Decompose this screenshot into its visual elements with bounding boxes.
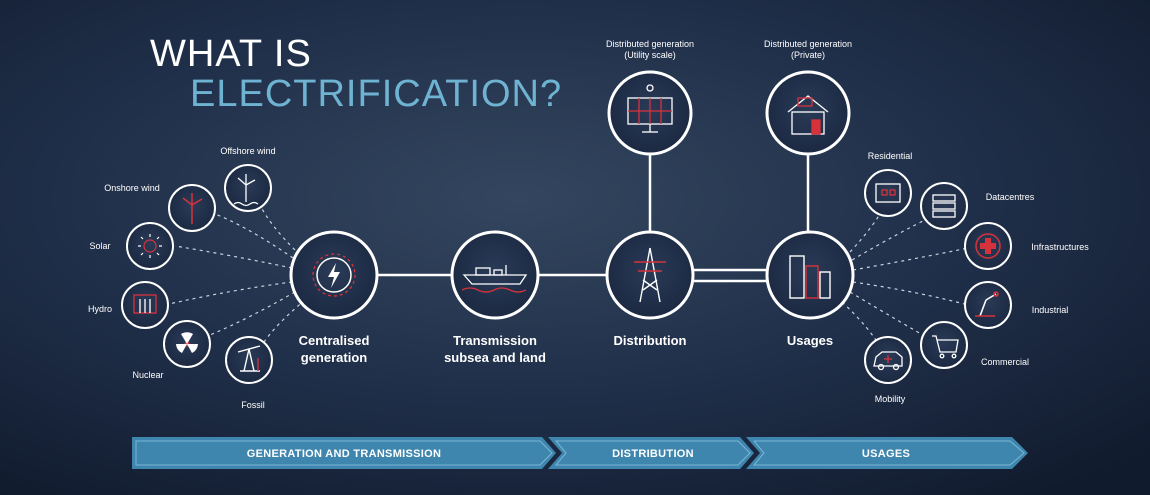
source-label: Offshore wind — [220, 146, 275, 156]
node-label-line1: Transmission — [453, 333, 537, 348]
shopping-cart-icon — [932, 335, 959, 359]
usage-mobility: Mobility — [864, 336, 912, 404]
lightning-icon — [312, 253, 356, 297]
band-label: GENERATION AND TRANSMISSION — [247, 448, 442, 460]
node-centralised-generation: Centralised generation — [289, 230, 379, 365]
pylon-icon — [634, 247, 666, 303]
node-label-line2: generation — [301, 350, 368, 365]
source-onshore-wind: Onshore wind — [104, 183, 216, 232]
usage-commercial: Commercial — [920, 321, 1029, 369]
buildings-icon — [789, 255, 831, 299]
node-label-line1: Centralised — [299, 333, 370, 348]
node-label-line1: Distributed generation — [764, 39, 852, 49]
usage-label: Residential — [868, 151, 913, 161]
dam-icon — [133, 294, 157, 314]
source-offshore-wind: Offshore wind — [220, 146, 276, 212]
node-label-line2: (Utility scale) — [624, 50, 676, 60]
electric-car-icon — [873, 351, 903, 371]
usage-label: Datacentres — [986, 192, 1035, 202]
band-label: DISTRIBUTION — [612, 448, 694, 460]
source-label: Nuclear — [132, 370, 163, 380]
source-nuclear: Nuclear — [132, 320, 211, 380]
node-transmission: Transmission subsea and land — [444, 230, 546, 365]
band-distribution: DISTRIBUTION — [548, 437, 754, 469]
distributed-generation: Distributed generation (Utility scale) D… — [606, 39, 852, 156]
usage-residential: Residential — [864, 151, 913, 217]
node-distributed-utility: Distributed generation (Utility scale) — [606, 39, 694, 156]
onshore-wind-icon — [182, 193, 203, 224]
phase-bands: GENERATION AND TRANSMISSION DISTRIBUTION… — [132, 437, 1028, 469]
title-line2: ELECTRIFICATION? — [190, 73, 562, 115]
node-distributed-private: Distributed generation (Private) — [764, 39, 852, 156]
band-label: USAGES — [862, 448, 910, 460]
node-label-line1: Usages — [787, 333, 833, 348]
usage-label: Infrastructures — [1031, 242, 1089, 252]
band-generation-transmission: GENERATION AND TRANSMISSION — [132, 437, 556, 469]
oil-pump-icon — [237, 345, 261, 372]
band-usages: USAGES — [746, 437, 1028, 469]
source-label: Hydro — [88, 304, 112, 314]
usage-infrastructures: Infrastructures — [964, 222, 1089, 270]
source-fossil: Fossil — [225, 336, 273, 410]
robot-arm-icon — [975, 291, 999, 317]
source-label: Solar — [89, 241, 110, 251]
cable-ship-icon — [461, 265, 528, 293]
source-hydro: Hydro — [88, 281, 169, 329]
generation-sources: Offshore wind Onshore wind — [88, 146, 276, 410]
usage-label: Commercial — [981, 357, 1029, 367]
hospital-icon — [975, 233, 1001, 259]
usage-label: Mobility — [875, 394, 906, 404]
source-label: Fossil — [241, 400, 265, 410]
node-label-line1: Distribution — [614, 333, 687, 348]
usages: Residential Datacentres Infrastructures — [864, 151, 1089, 404]
radiation-icon — [176, 332, 198, 353]
node-label-line2: subsea and land — [444, 350, 546, 365]
solar-house-icon — [787, 95, 829, 135]
residential-icon — [875, 183, 901, 203]
source-solar: Solar — [89, 222, 174, 270]
node-usages: Usages — [765, 230, 855, 348]
usage-label: Industrial — [1032, 305, 1069, 315]
node-label-line1: Distributed generation — [606, 39, 694, 49]
sun-icon — [138, 234, 162, 258]
server-icon — [932, 194, 956, 218]
main-chain: Centralised generation Transmission subs… — [289, 230, 855, 365]
node-distribution: Distribution — [605, 230, 695, 348]
usage-industrial: Industrial — [964, 281, 1069, 329]
solar-panel-icon — [627, 84, 673, 133]
title-line1: WHAT IS — [150, 33, 312, 75]
usage-datacentres: Datacentres — [920, 182, 1035, 230]
node-label-line2: (Private) — [791, 50, 825, 60]
offshore-wind-icon — [233, 174, 259, 207]
source-label: Onshore wind — [104, 183, 160, 193]
